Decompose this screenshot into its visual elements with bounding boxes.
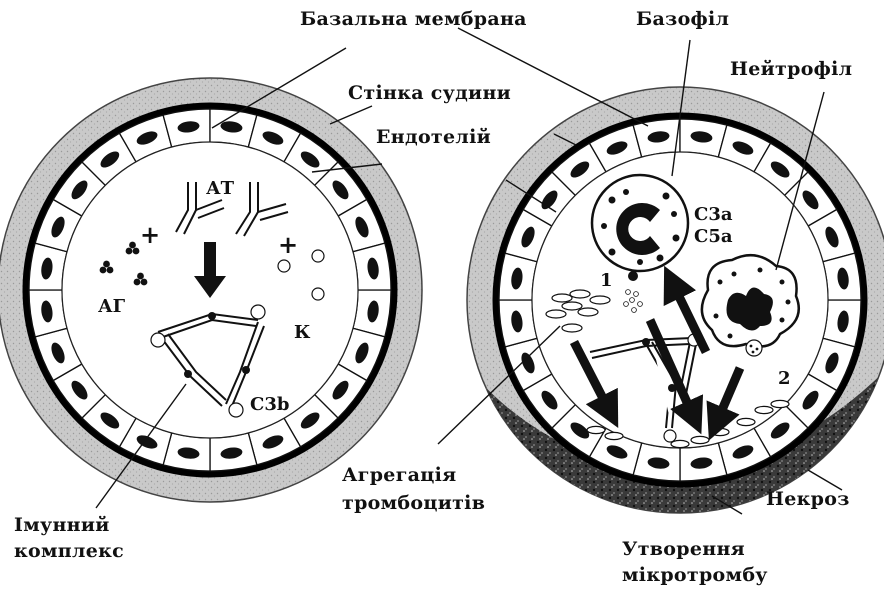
- microthrombus-label-line1: Утворення: [622, 540, 745, 560]
- platelet-aggregation-label-line2: тромбоцитів: [342, 494, 485, 514]
- antigen-label: АГ: [98, 298, 125, 317]
- basophil-label: Базофіл: [636, 10, 729, 30]
- neutrophil-label: Нейтрофіл: [730, 60, 852, 80]
- antibody-label: АТ: [206, 180, 234, 199]
- c5a-label: C5a: [694, 228, 733, 247]
- plus-sign: +: [140, 222, 160, 247]
- plus-sign: +: [278, 232, 298, 257]
- immune-complex-label-line2: комплекс: [14, 542, 124, 562]
- platelet-aggregation-label-line1: Агрегація: [342, 466, 456, 486]
- complement-label: К: [294, 324, 310, 343]
- step-2-label: 2: [778, 370, 791, 389]
- c3b-label: C3b: [250, 396, 289, 415]
- step-1-label: 1: [600, 272, 613, 291]
- vessel-wall-label: Стінка судини: [348, 84, 511, 104]
- basophil-cell: [592, 175, 688, 271]
- endothelium-label: Ендотелій: [376, 128, 491, 148]
- basement-membrane-label: Базальна мембрана: [300, 10, 527, 30]
- c3a-label: C3a: [694, 206, 733, 225]
- microthrombus-label-line2: мікротромбу: [622, 566, 768, 586]
- immune-complex-label-line1: Імунний: [14, 516, 110, 536]
- necrosis-label: Некроз: [766, 490, 850, 510]
